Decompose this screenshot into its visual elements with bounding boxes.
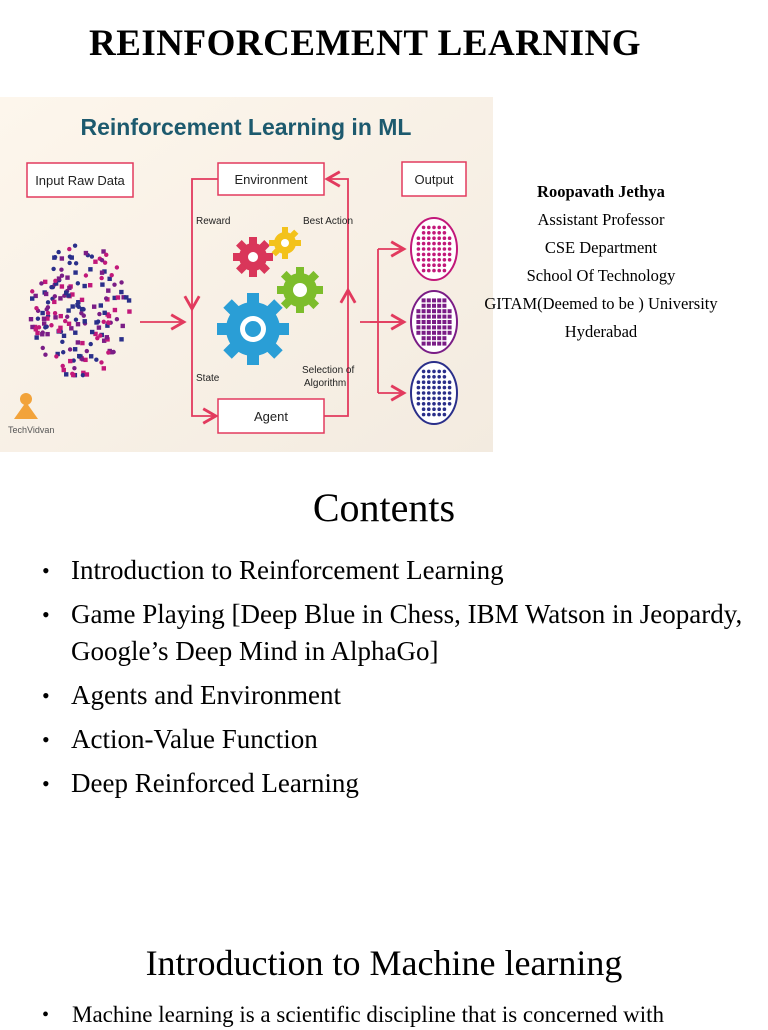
author-department: CSE Department: [544, 238, 658, 257]
gears-icon: [217, 227, 323, 365]
output-cluster-pink: [410, 217, 458, 281]
author-city: Hyderabad: [564, 322, 638, 341]
rl-diagram: Reinforcement Learning in ML Input Raw D…: [0, 97, 493, 452]
bullet-icon: •: [42, 558, 50, 583]
contents-heading: Contents: [312, 485, 456, 530]
contents-item: •Game Playing [Deep Blue in Chess, IBM W…: [40, 596, 750, 670]
environment-box: Environment: [217, 162, 325, 196]
author-name: Roopavath Jethya: [537, 182, 665, 201]
author-university: GITAM(Deemed to be ) University: [484, 294, 718, 313]
page-title: REINFORCEMENT LEARNING: [88, 23, 642, 64]
reward-label: Reward: [196, 216, 230, 227]
svg-text:Agent: Agent: [254, 409, 288, 424]
raw-data-cluster: [28, 243, 132, 378]
bullet-icon: •: [42, 1004, 50, 1026]
selection-label-line1: Selection of: [302, 365, 354, 376]
bullet-icon: •: [42, 771, 50, 796]
section-heading: Introduction to Machine learning: [145, 943, 623, 983]
output-cluster-purple: [410, 290, 458, 354]
body-list-item: •Machine learning is a scientific discip…: [40, 1000, 760, 1030]
svg-text:Environment: Environment: [235, 172, 308, 187]
techvidvan-logo: TechVidvan: [8, 393, 54, 435]
output-cluster-blue: [410, 361, 458, 425]
state-label: State: [196, 373, 220, 384]
agent-box: Agent: [217, 398, 325, 434]
loop-arrows: [140, 170, 407, 425]
contents-item: •Action-Value Function: [40, 721, 750, 758]
diagram-title: Reinforcement Learning in ML: [81, 114, 412, 140]
contents-item: •Deep Reinforced Learning: [40, 765, 750, 802]
svg-text:Input Raw Data: Input Raw Data: [35, 173, 125, 188]
bullet-icon: •: [42, 602, 50, 627]
selection-label-line2: Algorithm: [304, 378, 346, 389]
svg-text:Output: Output: [414, 172, 453, 187]
best-action-label: Best Action: [303, 216, 353, 227]
bullet-icon: •: [42, 727, 50, 752]
contents-item: •Agents and Environment: [40, 677, 750, 714]
bullet-icon: •: [42, 683, 50, 708]
author-school: School Of Technology: [526, 266, 676, 285]
contents-item: •Introduction to Reinforcement Learning: [40, 552, 750, 589]
section-body-list: •Machine learning is a scientific discip…: [40, 1000, 760, 1030]
svg-text:TechVidvan: TechVidvan: [8, 425, 54, 435]
input-raw-data-box: Input Raw Data: [26, 162, 134, 198]
author-block: Roopavath Jethya Assistant Professor CSE…: [450, 178, 752, 346]
author-title: Assistant Professor: [537, 210, 665, 229]
output-box: Output: [401, 161, 467, 197]
contents-list: •Introduction to Reinforcement Learning …: [40, 552, 750, 809]
